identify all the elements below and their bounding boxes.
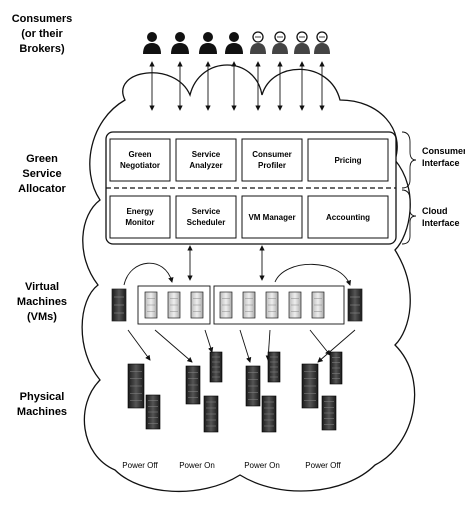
physical-machines xyxy=(128,352,342,432)
label-physical-machines: Physical Machines xyxy=(17,391,67,418)
module-energy-monitor-line1: Energy xyxy=(126,207,154,216)
physical-server-icon xyxy=(146,395,160,429)
physical-server-icon xyxy=(262,396,276,432)
broker-icon xyxy=(314,32,330,54)
vm-pm-line-3 xyxy=(205,330,212,352)
interface-labels: Consumer Interface Cloud Interface xyxy=(402,132,465,244)
physical-server-icon xyxy=(186,366,200,404)
label-physical-line1: Physical xyxy=(20,391,65,403)
broker-icon xyxy=(250,32,266,54)
module-consumer-profiler-line1: Consumer xyxy=(252,150,292,159)
user-icon xyxy=(143,32,161,54)
vm-migration-curve-left xyxy=(124,263,172,285)
physical-server-icon xyxy=(322,396,336,430)
vm-group-right-frame xyxy=(214,286,344,324)
power-state-label-3: Power On xyxy=(244,461,280,470)
physical-server-icon xyxy=(268,352,280,382)
cloud-outline xyxy=(82,65,414,491)
user-icon xyxy=(225,32,243,54)
vm-icon xyxy=(312,292,324,318)
allocator-vm-connectors xyxy=(124,246,350,285)
module-box-consumer-profiler xyxy=(242,139,302,181)
label-consumers-line3: Brokers) xyxy=(19,43,65,55)
consumer-interface-line1: Consumer xyxy=(422,146,465,156)
label-consumers-line2: (or their xyxy=(21,28,63,40)
label-green-service-allocator: Green Service Allocator xyxy=(18,153,66,195)
label-allocator-line2: Service xyxy=(22,168,61,180)
physical-server-icon xyxy=(210,352,222,382)
consumer-interface-modules: Green Negotiator Service Analyzer Consum… xyxy=(110,139,388,181)
power-state-label-4: Power Off xyxy=(305,461,341,470)
physical-server-icon xyxy=(302,364,318,408)
label-virtual-line2: Machines xyxy=(17,296,67,308)
module-vm-manager-label: VM Manager xyxy=(248,213,295,222)
label-physical-line2: Machines xyxy=(17,406,67,418)
module-box-green-negotiator xyxy=(110,139,170,181)
power-labels: Power Off Power On Power On Power Off xyxy=(122,461,341,470)
vm-icon xyxy=(220,292,232,318)
label-virtual-line1: Virtual xyxy=(25,281,59,293)
vm-migration-curve-right xyxy=(275,264,350,285)
virtual-machines xyxy=(112,286,362,324)
label-allocator-line1: Green xyxy=(26,153,58,165)
vm-pm-connectors xyxy=(128,330,355,362)
user-icon xyxy=(199,32,217,54)
vm-pm-line-4 xyxy=(240,330,250,362)
physical-server-icon xyxy=(204,396,218,432)
consumer-interface-line2: Interface xyxy=(422,158,460,168)
vm-icon xyxy=(266,292,278,318)
cloud-interface-line2: Interface xyxy=(422,218,460,228)
physical-server-icon xyxy=(330,352,342,384)
module-consumer-profiler-line2: Profiler xyxy=(258,161,286,170)
vm-icon xyxy=(145,292,157,318)
label-consumers-line1: Consumers xyxy=(12,13,73,25)
module-service-scheduler-line1: Service xyxy=(192,207,221,216)
vm-pm-line-6 xyxy=(310,330,330,355)
vm-server-icon xyxy=(112,289,126,321)
consumer-icons xyxy=(143,32,330,54)
vm-pm-line-1 xyxy=(128,330,150,360)
user-icon xyxy=(171,32,189,54)
vm-icon xyxy=(191,292,203,318)
cloud-interface-modules: Energy Monitor Service Scheduler VM Mana… xyxy=(110,196,388,238)
module-pricing-label: Pricing xyxy=(334,156,361,165)
module-green-negotiator-line1: Green xyxy=(128,150,151,159)
module-energy-monitor-line2: Monitor xyxy=(125,218,154,227)
module-green-negotiator-line2: Negotiator xyxy=(120,161,160,170)
module-service-scheduler-line2: Scheduler xyxy=(187,218,226,227)
module-box-energy-monitor xyxy=(110,196,170,238)
vm-icon xyxy=(168,292,180,318)
broker-icon xyxy=(272,32,288,54)
module-service-analyzer-line2: Analyzer xyxy=(189,161,222,170)
vm-icon xyxy=(243,292,255,318)
label-consumers: Consumers (or their Brokers) xyxy=(12,13,73,55)
label-virtual-line3: (VMs) xyxy=(27,311,57,323)
vm-server-icon xyxy=(348,289,362,321)
label-virtual-machines: Virtual Machines (VMs) xyxy=(17,281,67,323)
consumer-interface-brace xyxy=(402,132,416,188)
broker-icon xyxy=(294,32,310,54)
module-service-analyzer-line1: Service xyxy=(192,150,221,159)
module-box-service-analyzer xyxy=(176,139,236,181)
module-accounting-label: Accounting xyxy=(326,213,370,222)
power-state-label-1: Power Off xyxy=(122,461,158,470)
power-state-label-2: Power On xyxy=(179,461,215,470)
physical-server-icon xyxy=(128,364,144,408)
physical-server-icon xyxy=(246,366,260,406)
vm-icon xyxy=(289,292,301,318)
vm-pm-line-2 xyxy=(155,330,192,362)
cloud-interface-line1: Cloud xyxy=(422,206,448,216)
label-allocator-line3: Allocator xyxy=(18,183,66,195)
module-box-service-scheduler xyxy=(176,196,236,238)
